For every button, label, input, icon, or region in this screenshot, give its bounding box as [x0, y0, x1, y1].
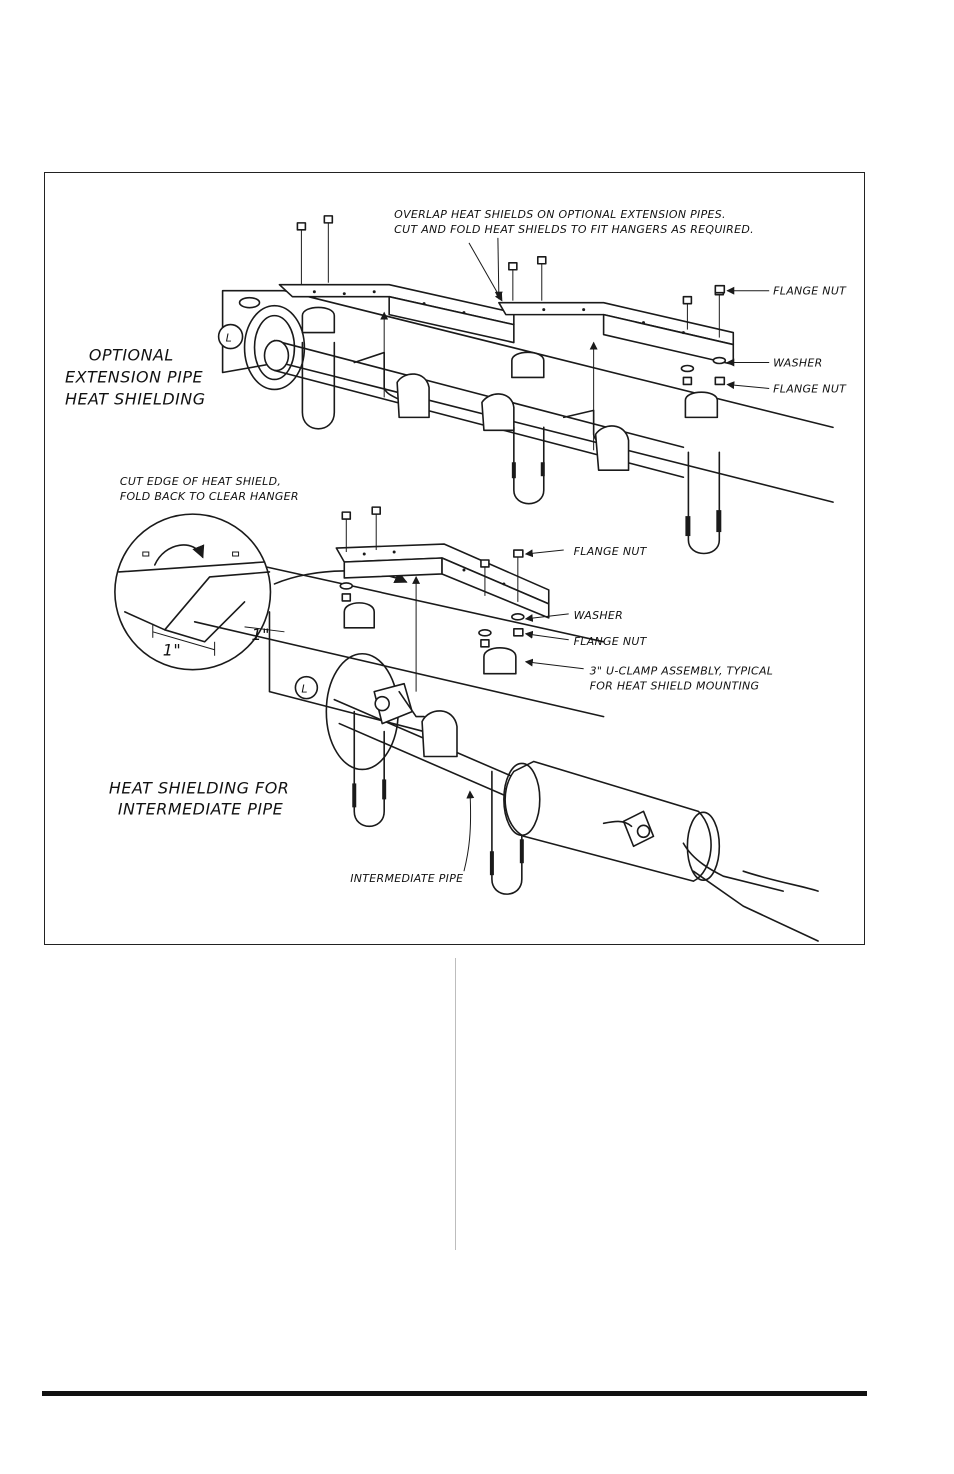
cut-edge-line2: FOLD BACK TO CLEAR HANGER: [120, 490, 299, 503]
flange-nut-label-mid: FLANGE NUT: [574, 545, 648, 558]
cut-edge-line1: CUT EDGE OF HEAT SHIELD,: [120, 475, 281, 488]
muffler: [503, 760, 819, 942]
flange-nut-label-mid-lower: FLANGE NUT: [574, 635, 648, 648]
centerline-marker-bottom: [294, 675, 319, 700]
exhaust-heat-shield-figure: L: [44, 172, 865, 945]
flange-nut-label-top-lower: FLANGE NUT: [773, 382, 847, 395]
uclamp-label-line2: FOR HEAT SHIELD MOUNTING: [590, 680, 760, 693]
column-divider: [455, 958, 456, 1250]
overlap-note-line1: OVERLAP HEAT SHIELDS ON OPTIONAL EXTENSI…: [394, 208, 726, 221]
bottom-u-clamps: [343, 602, 524, 895]
fold-arrow: [273, 570, 408, 585]
top-hangers: [353, 351, 630, 472]
intermediate-title-line1: HEAT SHIELDING FOR: [109, 778, 289, 797]
intermediate-pipe-label: INTERMEDIATE PIPE: [350, 872, 463, 885]
footer-rule: [42, 1391, 867, 1396]
washer-label-mid: WASHER: [574, 609, 623, 622]
optional-title-line1: OPTIONAL: [89, 346, 174, 365]
frame-rail-bottom: [193, 566, 605, 718]
wheel-ring-top: [243, 304, 306, 391]
dimension-inset: 1": [163, 641, 181, 660]
top-u-clamps: [301, 306, 722, 555]
centerline-symbol-bottom: L: [301, 683, 307, 696]
intermediate-title-line2: INTERMEDIATE PIPE: [118, 799, 284, 818]
top-fasteners: [296, 215, 725, 338]
overlap-note-line2: CUT AND FOLD HEAT SHIELDS TO FIT HANGERS…: [394, 223, 754, 236]
figure-drawing: L: [65, 208, 847, 942]
optional-title-line2: EXTENSION PIPE: [65, 367, 203, 386]
optional-title-line3: HEAT SHIELDING: [65, 389, 206, 408]
bottom-fasteners: [339, 506, 525, 648]
flange-nut-label-top: FLANGE NUT: [773, 285, 847, 298]
cut-edge-detail-inset: [114, 513, 272, 671]
dimension-main: 1": [252, 625, 270, 644]
uclamp-label-line1: 3" U-CLAMP ASSEMBLY, TYPICAL: [590, 665, 774, 678]
top-right-hardware: [680, 284, 727, 386]
centerline-marker-top: [217, 323, 244, 350]
centerline-symbol-top: L: [226, 332, 232, 345]
washer-label-top: WASHER: [773, 356, 822, 369]
